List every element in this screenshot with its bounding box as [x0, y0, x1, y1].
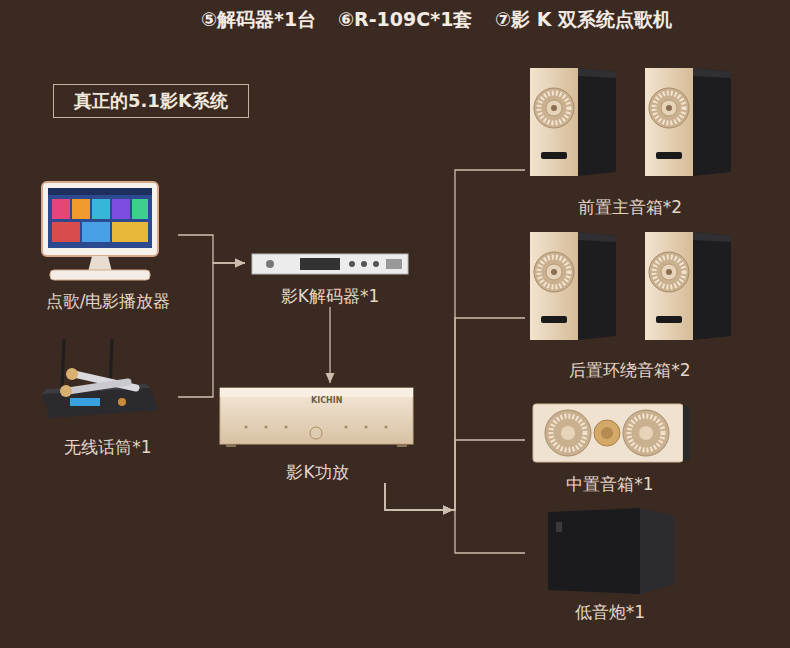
arrow-head: [443, 506, 453, 515]
equipment-node: 影K解码器*1: [245, 248, 415, 307]
connector: [385, 440, 525, 515]
caption-group: 影K解码器*1: [245, 285, 415, 307]
connector-line: [385, 440, 525, 510]
device-caption: 前置主音箱*2: [578, 196, 682, 218]
title-box: 真正的5.1影K系统: [53, 84, 249, 118]
equipment-node: 中置音箱*1: [525, 398, 695, 495]
device-caption: 低音炮*1: [575, 601, 645, 623]
device-caption: 无线话筒*1: [64, 436, 151, 458]
connector-line: [385, 483, 525, 553]
arrow-head: [235, 259, 245, 268]
caption-group: 前置主音箱*2: [525, 196, 735, 218]
player-picture: [42, 182, 158, 280]
arrow-head: [443, 506, 453, 515]
caption-group: 后置环绕音箱*2: [525, 359, 735, 381]
device-caption: 影K功放: [286, 461, 348, 483]
connector-line: [178, 235, 245, 263]
caption-group: 无线话筒*1: [38, 436, 178, 458]
microphone-picture: [42, 340, 158, 418]
product-list-label: ⑦影 K 双系统点歌机: [495, 8, 672, 31]
connector: [385, 170, 525, 515]
connector: [385, 318, 525, 515]
caption-group: 影K功放: [215, 461, 420, 483]
brand-label: KICHIN: [311, 396, 342, 406]
equipment-node: 前置主音箱*2: [525, 64, 735, 218]
connector: [385, 483, 525, 553]
equipment-node: 后置环绕音箱*2: [525, 228, 735, 381]
caption-group: 中置音箱*1: [525, 473, 695, 495]
equipment-node: 无线话筒*1: [38, 338, 178, 458]
arrow-head: [443, 506, 453, 515]
caption-group: 点歌/电影播放器: [38, 290, 178, 312]
subwoofer-picture: [548, 508, 674, 594]
device-caption: 影K解码器*1: [281, 285, 379, 307]
arrow-head: [235, 259, 245, 268]
device-caption: 后置环绕音箱*2: [569, 359, 690, 381]
device-caption: 点歌/电影播放器: [46, 290, 171, 312]
product-list-label: ⑤解码器*1台: [201, 8, 316, 31]
center-speaker-picture: [533, 404, 690, 462]
decoder-picture: [252, 254, 408, 274]
equipment-node: 点歌/电影播放器: [38, 178, 178, 312]
amplifier-picture: [220, 388, 413, 447]
connector-line: [385, 170, 525, 510]
connector: [178, 259, 245, 398]
equipment-node: 影K功放: [215, 383, 420, 483]
connector-line: [385, 318, 525, 510]
connector-line: [178, 263, 245, 397]
arrow-head: [326, 373, 335, 383]
connector: [326, 307, 335, 383]
arrow-head: [443, 506, 453, 515]
speaker-picture: [530, 68, 731, 340]
equipment-node: 低音炮*1: [525, 504, 695, 623]
product-list-label: ⑥R-109C*1套: [338, 8, 472, 31]
device-caption: 中置音箱*1: [566, 473, 653, 495]
connector-line: [329, 307, 330, 383]
caption-group: 低音炮*1: [525, 601, 695, 623]
